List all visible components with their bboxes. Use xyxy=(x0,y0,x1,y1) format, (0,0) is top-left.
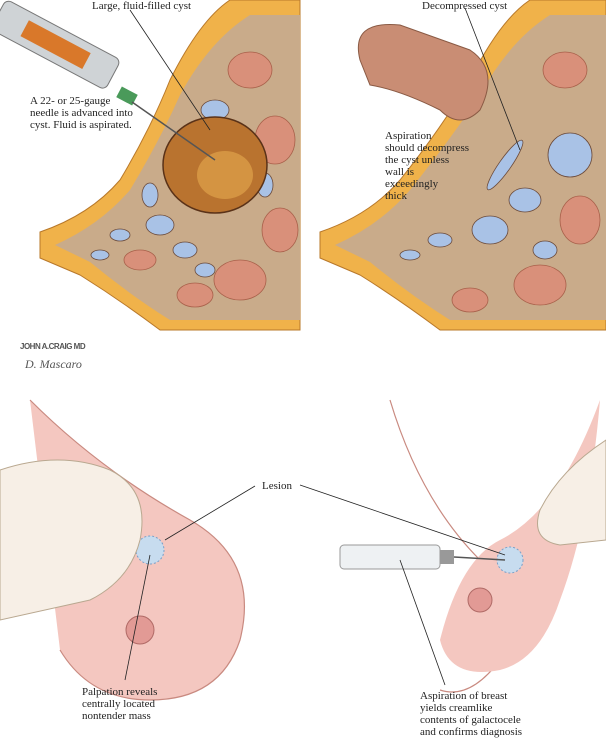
aspiration-decompress-label: Aspiration should decompress the cyst un… xyxy=(385,130,469,202)
label-line: needle is advanced into xyxy=(30,107,133,119)
label-line: A 22- or 25-gauge xyxy=(30,95,111,107)
palpation-label: Palpation reveals centrally located nont… xyxy=(82,686,157,722)
label-line: nontender mass xyxy=(82,710,151,722)
label-line: exceedingly xyxy=(385,178,439,190)
stabilizing-hand xyxy=(537,439,606,546)
label-line: yields creamlike xyxy=(420,702,493,714)
lesion-label: Lesion xyxy=(262,480,292,492)
signature-craig: JOHN A.CRAIG MD xyxy=(20,342,86,351)
palpating-hand xyxy=(0,459,143,621)
finger xyxy=(358,23,489,121)
label-line: and confirms diagnosis xyxy=(420,726,523,738)
needle-label: A 22- or 25-gauge needle is advanced int… xyxy=(30,95,133,131)
label-line: contents of galactocele xyxy=(420,714,521,726)
label-line: centrally located xyxy=(82,698,155,710)
large-cyst-label: Large, fluid-filled cyst xyxy=(92,0,192,12)
label-line: wall is xyxy=(385,166,415,178)
label-line: Aspiration xyxy=(385,130,432,142)
label-line: cyst. Fluid is aspirated. xyxy=(30,119,132,131)
label-line: Palpation reveals xyxy=(82,686,158,698)
breast-palpation xyxy=(0,399,246,701)
cross-section-left xyxy=(0,0,301,331)
aspiration-diagnosis-label: Aspiration of breast yields creamlike co… xyxy=(420,690,522,738)
label-line: thick xyxy=(385,190,407,202)
label-line: Aspiration of breast xyxy=(420,690,508,702)
syringe-aspiration xyxy=(339,544,506,570)
syringe-needle xyxy=(0,0,216,161)
cross-section-right xyxy=(319,0,606,331)
label-line: should decompress xyxy=(385,142,470,154)
breast-aspiration xyxy=(339,399,606,693)
decompressed-cyst-label: Decompressed cyst xyxy=(422,0,508,12)
signature-mascaro: D. Mascaro xyxy=(25,357,82,371)
label-line: the cyst unless xyxy=(385,154,450,166)
